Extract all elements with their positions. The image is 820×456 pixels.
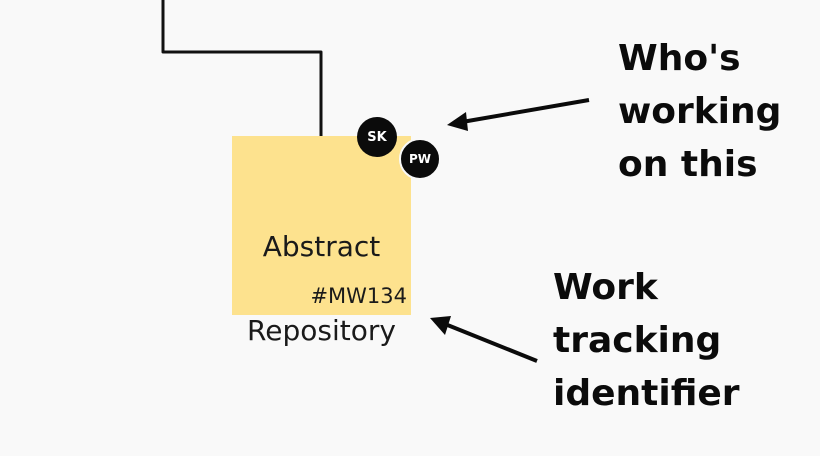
assignees-annotation-line-1: Who's: [618, 38, 741, 79]
identifier-annotation: Work tracking identifier: [553, 261, 740, 420]
card-title: Abstract Repository: [232, 184, 411, 352]
identifier-annotation-line-2: tracking: [553, 320, 722, 361]
avatar-pw[interactable]: PW: [399, 138, 441, 180]
avatar-sk[interactable]: SK: [357, 117, 397, 157]
card-identifier: #MW134: [310, 284, 407, 308]
identifier-annotation-line-1: Work: [553, 267, 658, 308]
assignees-annotation-line-3: on this: [618, 144, 758, 185]
work-item-card[interactable]: Abstract Repository #MW134: [232, 136, 411, 347]
assignees-annotation-line-2: working: [618, 91, 782, 132]
assignees-annotation: Who's working on this: [618, 32, 781, 191]
identifier-annotation-line-3: identifier: [553, 373, 740, 414]
card-title-line-2: Repository: [247, 314, 396, 347]
card-title-line-1: Abstract: [262, 230, 381, 263]
